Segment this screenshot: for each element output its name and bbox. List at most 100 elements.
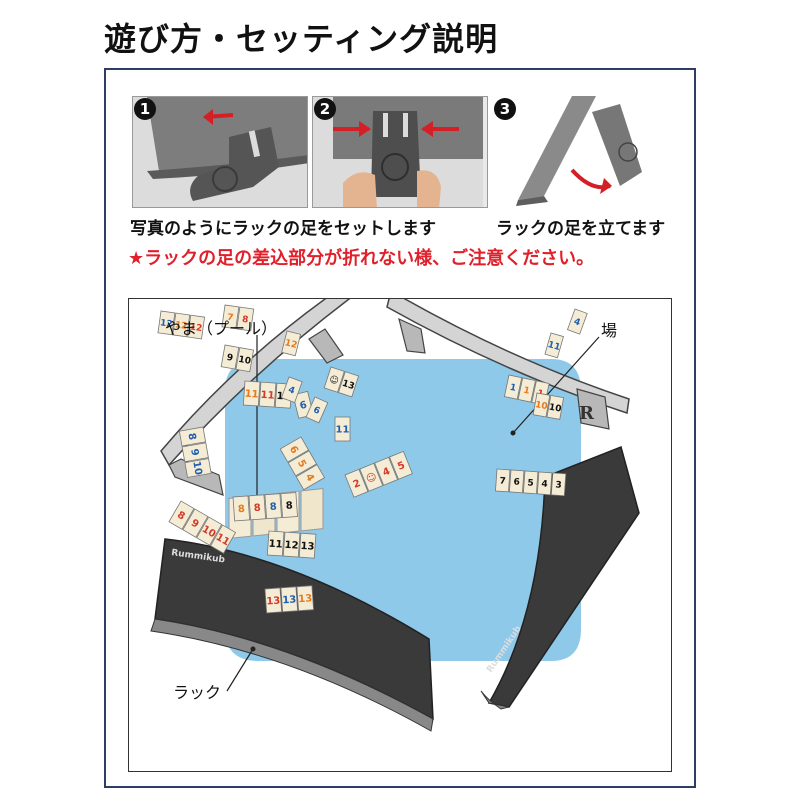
tile xyxy=(334,416,351,442)
tile-number: 9 xyxy=(189,518,201,531)
tile-number: 13 xyxy=(341,379,356,392)
tile xyxy=(182,508,209,538)
instruction-frame xyxy=(104,68,696,788)
rack-right-tile-group: 11 xyxy=(544,332,564,359)
caption-set-feet: 写真のようにラックの足をセットします xyxy=(130,219,436,239)
tile-number: 13 xyxy=(298,593,313,605)
tile-number: 8 xyxy=(238,504,246,515)
rack-bottom-tile-group: 4 xyxy=(280,376,303,403)
tile-number: 6 xyxy=(513,477,520,487)
tile xyxy=(281,330,302,357)
tile xyxy=(509,469,525,494)
tile xyxy=(242,380,261,407)
tile xyxy=(566,308,588,335)
tile-number: 7 xyxy=(226,313,234,324)
label-field: 場 xyxy=(601,321,618,340)
tile-number: 13 xyxy=(282,594,297,606)
tile xyxy=(280,492,298,519)
tile-number: 6 xyxy=(312,405,322,417)
tile xyxy=(266,530,285,557)
tile xyxy=(168,500,195,530)
tile xyxy=(298,532,317,559)
tile-number: 6 xyxy=(287,444,300,456)
tile-number: 6 xyxy=(299,400,308,412)
setup-diagram: R 111111611891065488882☺4589101111121313… xyxy=(128,288,672,772)
tile-number: 4 xyxy=(381,466,392,479)
label-rack: ラック xyxy=(173,683,222,702)
table-layout-illustration: R 111111611891065488882☺4589101111121313… xyxy=(150,288,640,732)
tile xyxy=(323,366,345,393)
table-tile-group: 11 xyxy=(334,416,351,442)
tile-number: 12 xyxy=(284,338,299,351)
tile xyxy=(495,468,511,493)
tile xyxy=(296,585,314,612)
rack-top-left xyxy=(160,288,351,467)
tile-number: 8 xyxy=(185,432,197,441)
tile-number: 12 xyxy=(174,320,188,332)
tile-number: 12 xyxy=(159,318,173,330)
tile xyxy=(517,377,536,403)
tile xyxy=(178,426,207,447)
tile-number: 5 xyxy=(396,460,407,473)
tile xyxy=(279,436,310,463)
step-number-1: 1 xyxy=(134,98,156,120)
tile xyxy=(280,586,299,613)
table-tile-group: 654 xyxy=(279,436,326,491)
tile-number: 8 xyxy=(175,510,187,523)
tile-number: ☺ xyxy=(365,471,379,485)
tile xyxy=(258,381,277,408)
tile xyxy=(522,470,539,495)
tile-number: 3 xyxy=(555,480,562,490)
tile-number: 4 xyxy=(287,385,296,397)
tile xyxy=(546,394,565,420)
tile-number: 11 xyxy=(244,389,259,401)
rack-bottom-tile-group: 12 xyxy=(281,330,302,357)
tile xyxy=(374,456,399,486)
tile xyxy=(220,344,240,370)
tile xyxy=(287,450,318,477)
step-number-3: 3 xyxy=(494,98,516,120)
rack-bottom-tile-group: ☺13 xyxy=(323,366,360,398)
tile xyxy=(196,516,223,546)
tile-number: 13 xyxy=(266,596,281,608)
tile-number: 4 xyxy=(572,317,581,329)
warning-text: ★ラックの足の差込部分が折れない様、ご注意ください。 xyxy=(128,248,595,269)
tile-number: 1 xyxy=(522,386,530,397)
step-2-photo xyxy=(312,96,488,208)
caption-stand-feet: ラックの足を立てます xyxy=(496,219,666,239)
step-3-photo xyxy=(492,96,668,208)
tile xyxy=(264,587,283,614)
tile xyxy=(232,495,251,522)
tile-number: 12 xyxy=(284,540,299,552)
rack-foot-insert-photo-icon xyxy=(133,97,307,207)
rack-top-right xyxy=(386,289,630,414)
tile-number: 12 xyxy=(189,322,203,334)
tile xyxy=(550,472,567,497)
tile-number: 11 xyxy=(268,539,283,551)
tile xyxy=(532,392,551,418)
tile-number: 4 xyxy=(541,479,548,489)
tile xyxy=(221,304,240,330)
tile-number: 2 xyxy=(352,478,363,491)
tile-number: 10 xyxy=(534,400,548,412)
tile xyxy=(359,462,384,492)
tile-number: 9 xyxy=(226,353,234,364)
step-1-photo xyxy=(132,96,308,208)
tile-number: 8 xyxy=(285,500,293,511)
rack-foot-push-photo-icon xyxy=(313,97,483,207)
tile xyxy=(181,442,209,463)
rack-right-tile-group: 4 xyxy=(566,308,588,335)
tile xyxy=(235,347,255,373)
tile-number: 11 xyxy=(260,390,275,402)
tile xyxy=(305,396,329,424)
